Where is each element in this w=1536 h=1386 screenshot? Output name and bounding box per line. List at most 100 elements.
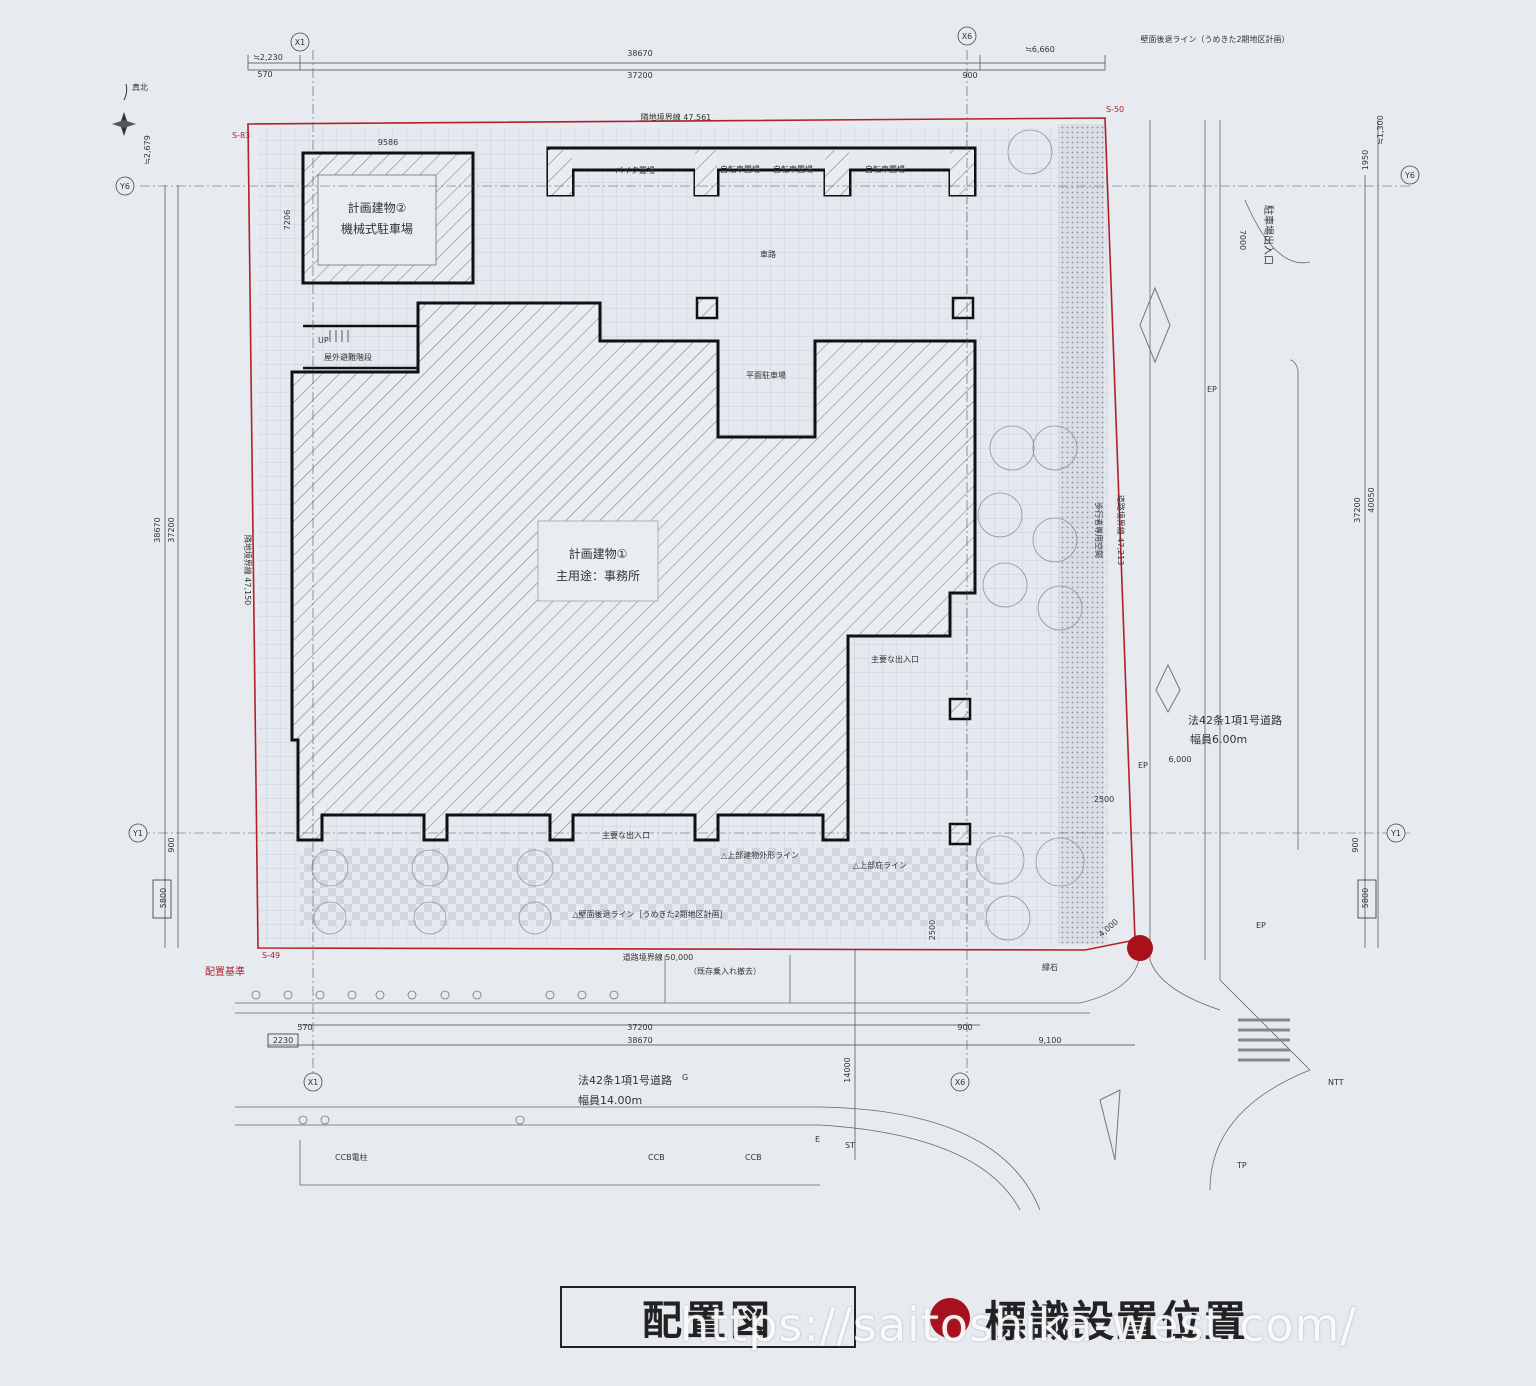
dim-6000: 6,000	[1169, 755, 1192, 764]
ntt: NTT	[1328, 1078, 1344, 1087]
ep-2: EP	[1138, 761, 1148, 770]
dim-6660: ≒6,660	[1025, 45, 1055, 54]
dim-37200-top: 37200	[627, 71, 652, 80]
dim-2679: ≒2,679	[143, 135, 152, 165]
boundary-bottom: 道路境界線 50,000	[623, 952, 694, 962]
boundary-right: 道路境界線 47,213	[1116, 495, 1126, 566]
bike-parking-label: バイク置場	[615, 165, 655, 175]
grid-x1-bottom: X1	[308, 1078, 319, 1087]
outdoor-stairs-label: 屋外避難階段	[324, 352, 372, 362]
building-2-name: 計画建物②	[348, 200, 407, 215]
curb-label: 縁石	[1042, 962, 1058, 972]
trees-east	[975, 129, 1085, 941]
stair-steps	[329, 330, 349, 342]
legend-label: 標識設置位置	[984, 1296, 1249, 1346]
survey-s49: S-49	[262, 951, 280, 960]
parking-pillar-right-inner	[825, 150, 849, 195]
column-4	[948, 822, 972, 846]
placement-base-label: 配置基準	[205, 965, 245, 978]
building-1-label-box	[537, 520, 659, 602]
parking-pillar-center	[695, 150, 717, 195]
bollards-south	[251, 990, 619, 1125]
road-east-width: 幅員6.00m	[1190, 733, 1247, 746]
up-label: UP	[318, 336, 329, 345]
parking-entrance-label: 駐車場出入口	[1262, 205, 1275, 265]
dim-2230-bottom: 2230	[273, 1036, 293, 1045]
dim-900-bottom: 900	[957, 1023, 972, 1032]
dim-900-left: 900	[167, 837, 176, 852]
exterior-wall-line-label: △上部建物外形ライン	[721, 850, 799, 860]
ep-3: EP	[1256, 921, 1266, 930]
bicycle-parking-label-3: 自転車置場	[865, 164, 905, 174]
sidewalk-space-label: 歩行者専用空間	[1094, 502, 1104, 558]
dim-9586: 9586	[378, 138, 398, 147]
dim-2230: ≒2,230	[253, 53, 283, 62]
main-entrance-east-label: 主要な出入口	[871, 654, 919, 664]
lane-markings	[1099, 286, 1181, 1161]
road-east-name: 法42条1項1号道路	[1188, 713, 1282, 727]
parking-pillar-left	[548, 150, 572, 195]
road-south	[235, 954, 1141, 1211]
flat-parking-label: 平面駐車場	[746, 370, 786, 380]
sign-position-legend-icon	[930, 1298, 970, 1338]
dim-9100: 9,100	[1039, 1036, 1062, 1045]
dim-38670-bottom: 38670	[627, 1036, 652, 1045]
outdoor-stairs-box	[303, 324, 420, 370]
grid-y6-left: Y6	[119, 182, 130, 191]
dim-14000: 14000	[843, 1057, 852, 1082]
e-marker: E	[815, 1135, 820, 1144]
bicycle-parking-label-2: 自転車置場	[773, 164, 813, 174]
building-2-inner	[317, 174, 437, 266]
setback-line-bottom-label: △壁面後退ライン［うめきた2期地区計画］	[572, 909, 727, 919]
dim-1300: ≒1,300	[1376, 115, 1385, 145]
building-2-use: 機械式駐車場	[341, 221, 413, 236]
road-south-name: 法42条1項1号道路	[578, 1073, 672, 1087]
site-boundary	[247, 117, 1136, 951]
ccb-1: CCB	[648, 1153, 665, 1162]
tp-marker: TP	[1236, 1161, 1247, 1170]
column-1	[695, 296, 719, 320]
dim-40050: 40050	[1367, 487, 1376, 512]
grid-y6-right: Y6	[1404, 171, 1415, 180]
dim-570-top: 570	[257, 70, 272, 79]
dimension-lines	[164, 55, 1379, 1160]
dim-2500-b: 2500	[928, 920, 937, 940]
grid-x1-top: X1	[295, 38, 306, 47]
bicycle-parking-label-1: 自転車置場	[720, 164, 760, 174]
dim-box-right	[1357, 879, 1377, 919]
plan-text: 計画建物① 主用途：事務所 計画建物② 機械式駐車場 バイク置場 自転車置場 自…	[119, 32, 1415, 1170]
eave-line-label: △上部庇ライン	[853, 860, 907, 870]
legend: 標識設置位置	[930, 1290, 1248, 1346]
dim-2500-a: 2500	[1094, 795, 1114, 804]
main-entrance-south-label: 主要な出入口	[602, 830, 650, 840]
dim-5800-right: 5800	[1361, 888, 1370, 908]
grid-bubbles	[115, 26, 1420, 1092]
column-2	[951, 296, 975, 320]
north-compass-icon	[112, 83, 136, 136]
boundary-top: 隣地境界線 47,561	[641, 112, 712, 122]
g-marker: G	[682, 1073, 688, 1082]
car-path-label: 車路	[760, 249, 776, 259]
grid-lines	[140, 50, 1410, 1075]
dim-38670-left: 38670	[153, 517, 162, 542]
building-1-name: 計画建物①	[569, 546, 628, 561]
grid-y1-right: Y1	[1390, 829, 1401, 838]
sign-position-marker	[1127, 935, 1153, 961]
grid-y1-left: Y1	[132, 829, 143, 838]
dim-900-top: 900	[962, 71, 977, 80]
sidewalk-strip-east	[1058, 124, 1104, 944]
dim-900-right: 900	[1351, 837, 1360, 852]
survey-s83: S-83	[232, 131, 250, 140]
dim-box-left	[152, 879, 172, 919]
grid-x6-top: X6	[962, 32, 973, 41]
dim-box-bottom	[267, 1033, 299, 1048]
crosswalk	[1238, 1018, 1290, 1062]
dim-38670-top: 38670	[627, 49, 652, 58]
parking-pillar-right	[950, 150, 974, 195]
building-1-use: 主用途：事務所	[556, 568, 640, 583]
setback-line-top-label: 壁面後退ライン（うめきた2期地区計画）	[1140, 34, 1289, 44]
trees-south	[311, 849, 554, 935]
column-3	[948, 697, 972, 721]
dim-1950: 1950	[1361, 150, 1370, 170]
